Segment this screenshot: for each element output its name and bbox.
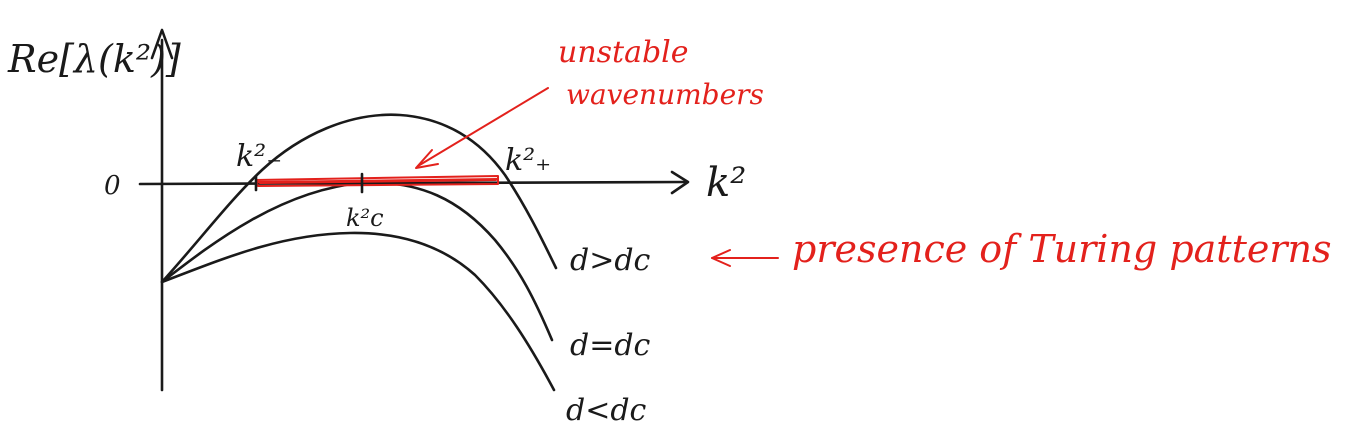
y-axis-arrowhead — [150, 28, 174, 60]
k-minus-label: k²₋ — [236, 139, 282, 174]
curve-d-greater-dc — [160, 113, 558, 284]
annotation-pointer-arrow — [417, 87, 549, 167]
k-c-label: k²c — [346, 204, 384, 232]
x-axis-label: k² — [706, 160, 746, 206]
curve-label-d-less-dc: d<dc — [566, 393, 647, 428]
annotation-turing: presence of Turing patterns — [792, 227, 1331, 271]
annotation-unstable-line2: wavenumbers — [566, 78, 764, 111]
annotation-pointer-arrowhead — [415, 149, 439, 169]
unstable-band-stroke — [257, 178, 499, 183]
x-axis-arrowhead — [670, 170, 690, 195]
x-axis — [138, 180, 687, 186]
curve-d-less-dc — [160, 231, 556, 392]
curve-label-d-equal-dc: d=dc — [570, 328, 651, 363]
zero-label: 0 — [104, 171, 121, 201]
annotation-unstable-line1: unstable — [558, 35, 689, 70]
turing-arrow-head — [711, 249, 731, 267]
k-plus-label: k²₊ — [505, 143, 551, 178]
y-axis-label: Re[λ(k²)] — [7, 37, 181, 81]
curve-d-equal-dc — [160, 181, 554, 342]
curve-label-d-greater-dc: d>dc — [570, 243, 651, 278]
